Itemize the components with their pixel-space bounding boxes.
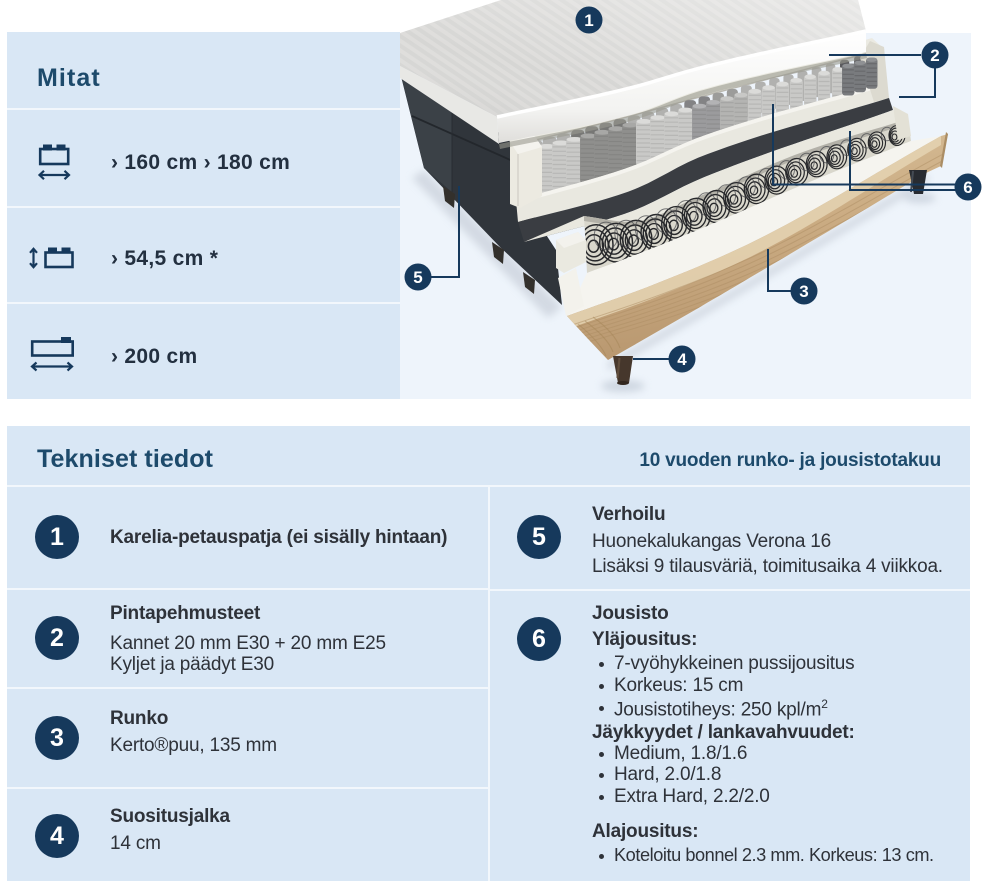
svg-text:5: 5	[413, 268, 422, 287]
svg-text:6: 6	[963, 178, 972, 197]
svg-text:2: 2	[930, 46, 939, 65]
svg-text:3: 3	[799, 282, 808, 301]
svg-text:1: 1	[584, 11, 593, 30]
svg-text:4: 4	[677, 350, 687, 369]
